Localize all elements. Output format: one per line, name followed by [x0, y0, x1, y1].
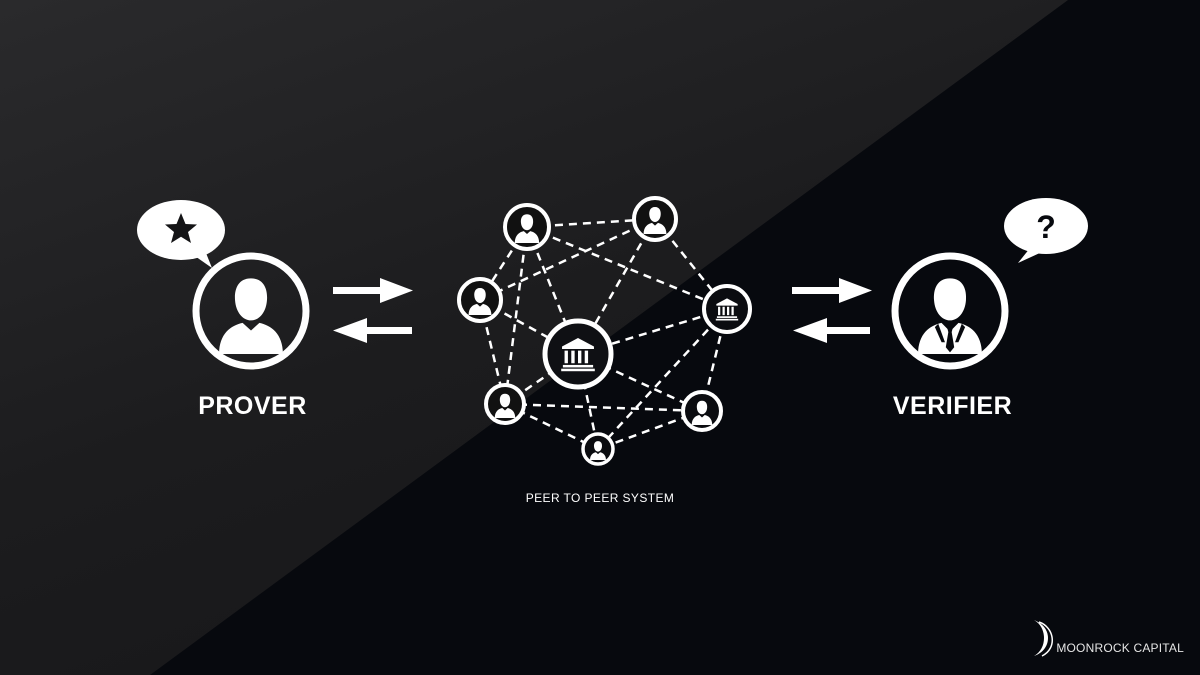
star-icon	[165, 213, 197, 243]
arrow-left-icon	[793, 318, 870, 343]
peer-to-peer-system-label: PEER TO PEER SYSTEM	[525, 491, 675, 505]
verifier-avatar	[891, 252, 1009, 370]
question-mark-icon: ?	[1036, 209, 1056, 245]
verifier-speech-bubble: ?	[1004, 198, 1088, 263]
arrow-left-icon	[333, 318, 412, 343]
arrow-right-icon	[792, 278, 872, 303]
prover-exchange-arrows	[333, 278, 413, 343]
brand-name: MOONROCK CAPITAL	[1056, 641, 1184, 655]
network-node-user	[681, 390, 723, 432]
arrow-right-icon	[333, 278, 413, 303]
network-node-user	[632, 196, 678, 242]
prover-speech-bubble	[137, 200, 225, 268]
brand-watermark: MOONROCK CAPITAL	[1056, 641, 1184, 655]
prover-label: PROVER	[198, 392, 307, 420]
verifier-exchange-arrows	[792, 278, 872, 343]
verifier-label: VERIFIER	[892, 392, 1013, 420]
network-node-user	[457, 277, 503, 323]
network-node-bank	[702, 284, 752, 334]
crescent-moon-icon	[1034, 620, 1053, 657]
network-node-user	[503, 203, 551, 251]
network-node-user	[581, 432, 615, 466]
prover-avatar	[192, 252, 310, 370]
peer-network	[457, 196, 752, 466]
network-node-bank-central	[542, 318, 614, 390]
network-node-user	[484, 383, 526, 425]
